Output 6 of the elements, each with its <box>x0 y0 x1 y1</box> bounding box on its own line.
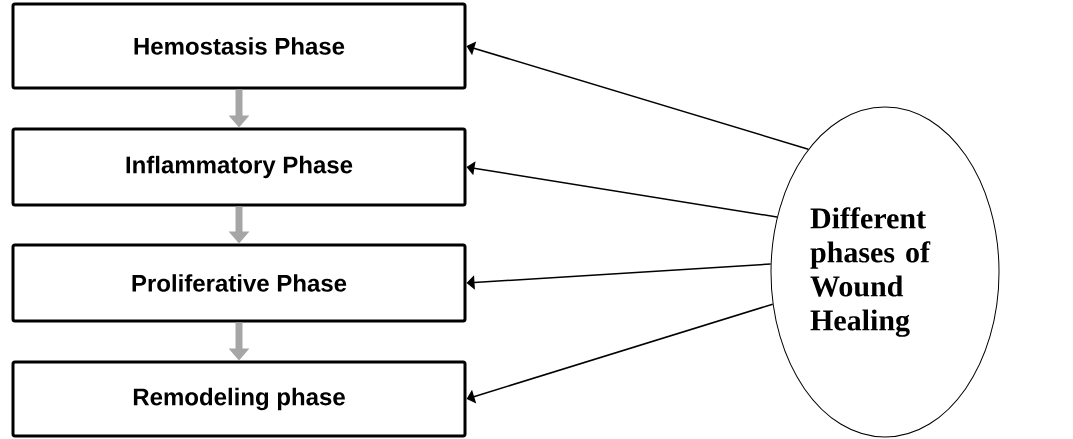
arrow <box>466 263 772 290</box>
arrow <box>466 303 774 404</box>
phase-box: Proliferative Phase <box>11 243 467 323</box>
phase-box: Inflammatory Phase <box>11 127 467 207</box>
phase-box: Remodeling phase <box>11 360 467 438</box>
phase-box: Hemostasis Phase <box>11 2 467 90</box>
